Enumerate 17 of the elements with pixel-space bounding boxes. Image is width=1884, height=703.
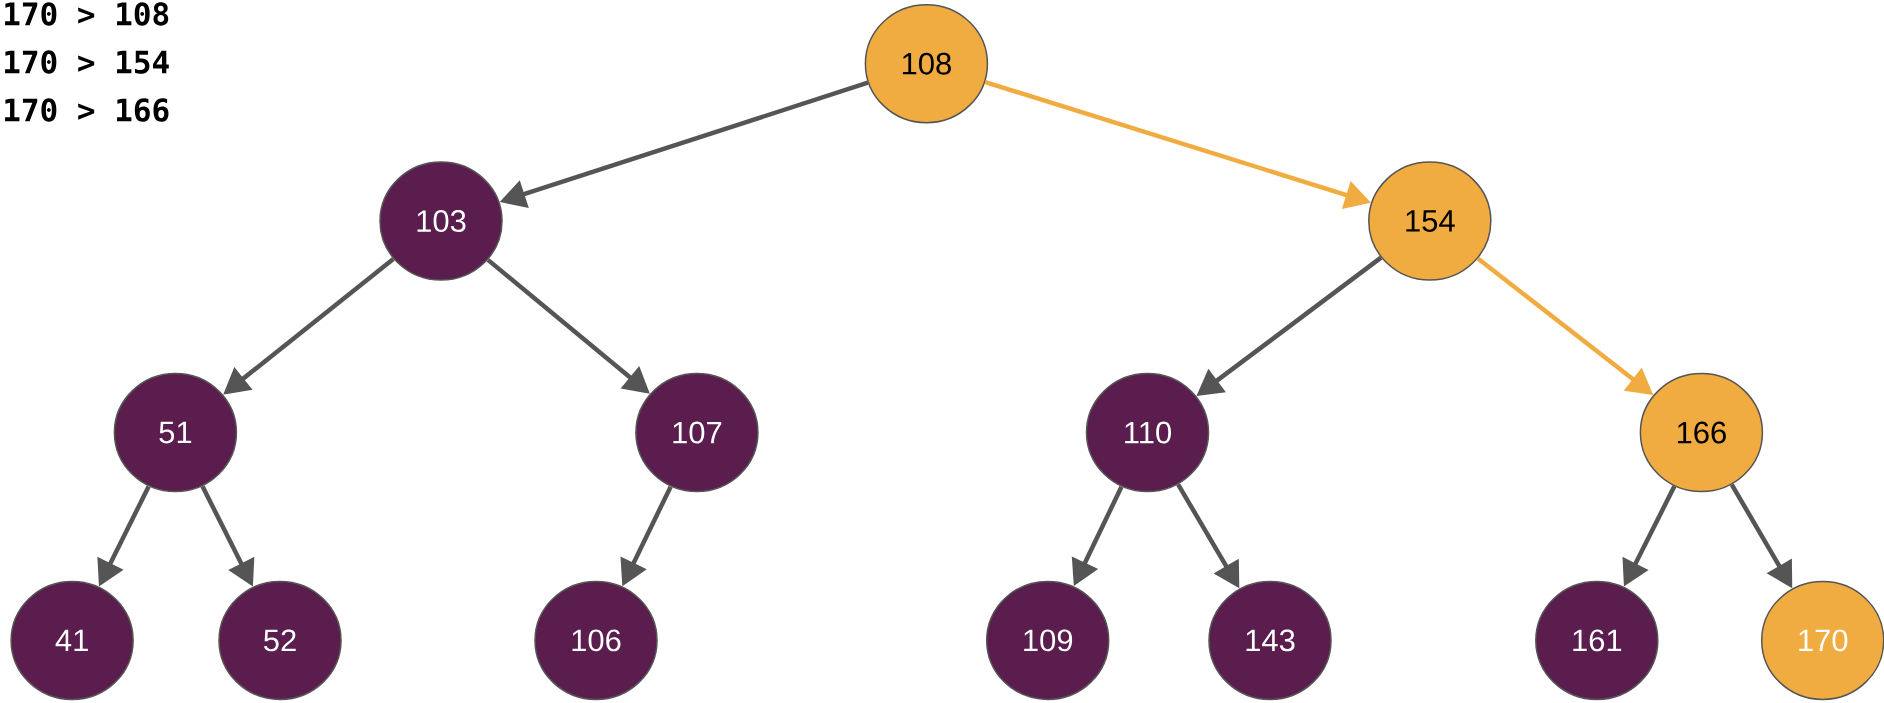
tree-node: 51	[113, 372, 238, 493]
tree-node: 108	[864, 3, 989, 124]
tree-node: 143	[1208, 580, 1332, 701]
comparison-text: 170 > 108	[5, 2, 169, 26]
tree-node: 166	[1639, 372, 1764, 493]
tree-node: 103	[379, 161, 503, 281]
tree-node: 107	[635, 372, 759, 493]
tree-node: 161	[1535, 580, 1659, 701]
tree-node: 109	[985, 580, 1110, 701]
comparison-text: 170 > 154	[5, 50, 169, 74]
tree-node: 170	[1760, 580, 1884, 701]
tree-node: 106	[534, 580, 658, 701]
tree-node: 52	[218, 580, 342, 701]
comparison-text: 170 > 166	[5, 98, 169, 122]
tree-node: 41	[10, 580, 134, 701]
tree-node: 154	[1368, 161, 1492, 281]
tree-node: 110	[1085, 372, 1210, 493]
